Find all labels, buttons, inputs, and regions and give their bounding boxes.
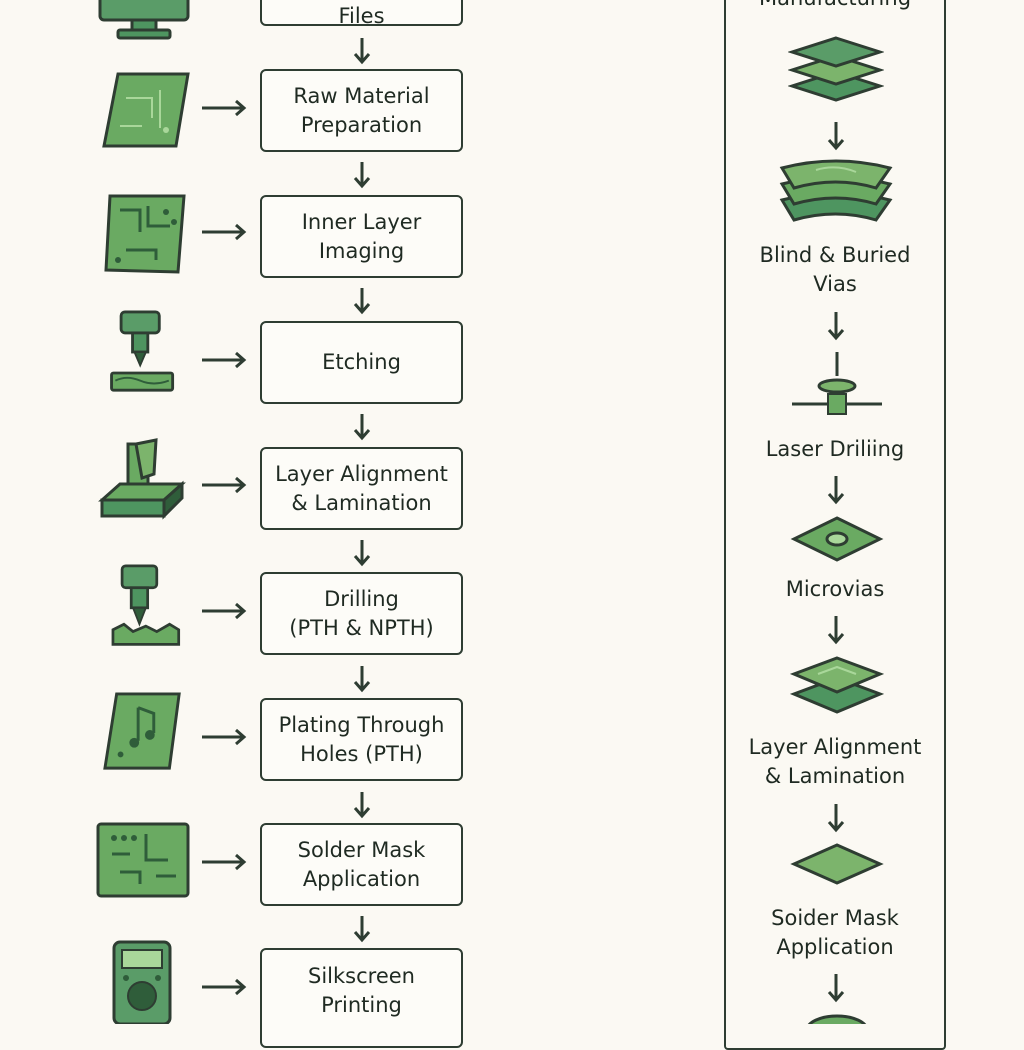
step-box-drilling: Drilling (PTH & NPTH): [260, 572, 463, 655]
step-label: Solder Mask Application: [297, 837, 426, 891]
monitor-icon: [98, 0, 190, 40]
step-box-files: Files: [260, 0, 463, 28]
right-arrow-icon: [202, 602, 247, 620]
right-arrow-icon: [202, 853, 247, 871]
down-arrow-icon: [827, 616, 845, 645]
step-box-inner-layer-imaging: Inner Layer Imaging: [260, 195, 463, 278]
step-box-silkscreen: Silkscreen Printing: [260, 948, 463, 1048]
circuit-board-icon: [104, 194, 186, 274]
down-arrow-icon: [353, 288, 371, 315]
step-label: Silkscreen Printing: [308, 964, 415, 1017]
drill-bit-icon: [111, 564, 181, 646]
step-box-plating: Plating Through Holes (PTH): [260, 698, 463, 781]
lamination-press-icon: [98, 438, 186, 520]
down-arrow-icon: [827, 804, 845, 833]
down-arrow-icon: [827, 122, 845, 151]
right-arrow-icon: [202, 476, 247, 494]
step-box-layer-alignment: Layer Alignment & Lamination: [260, 447, 463, 530]
down-arrow-icon: [353, 38, 371, 65]
panel-step-label: Laser Driliing: [765, 437, 905, 461]
panel-step-label: Layer Alignment & Lamination: [748, 735, 922, 788]
stacked-layers-icon: [779, 159, 893, 222]
step-box-solder-mask: Solder Mask Application: [260, 823, 463, 906]
step-label: Inner Layer Imaging: [301, 209, 422, 263]
down-arrow-icon: [353, 414, 371, 441]
step-box-etching: Etching: [260, 321, 463, 404]
layer-stack-icon: [788, 36, 884, 102]
solder-mask-sheet-icon: [790, 843, 884, 885]
down-arrow-icon: [353, 162, 371, 189]
right-arrow-icon: [202, 223, 247, 241]
panel-step-label: Soider Mask Application: [771, 906, 899, 959]
laser-drill-icon: [792, 352, 882, 415]
raw-board-icon: [102, 72, 190, 148]
multimeter-icon: [112, 940, 172, 1024]
down-arrow-icon: [827, 476, 845, 505]
step-label: Raw Material Preparation: [293, 83, 430, 137]
panel-step-label: Microvias: [785, 577, 885, 601]
plated-board-icon: [103, 692, 181, 770]
panel-step-label: Blind & Buried Vias: [759, 243, 911, 296]
down-arrow-icon: [827, 974, 845, 1003]
down-arrow-icon: [353, 666, 371, 693]
step-label: Etching: [322, 350, 401, 374]
step-label: Plating Through Holes (PTH): [278, 712, 445, 766]
down-arrow-icon: [353, 792, 371, 819]
step-box-raw-material: Raw Material Preparation: [260, 69, 463, 152]
right-arrow-icon: [202, 351, 247, 369]
step-label: Drilling (PTH & NPTH): [289, 586, 434, 640]
masked-board-icon: [96, 822, 190, 898]
down-arrow-icon: [827, 312, 845, 341]
aligned-layers-icon: [790, 656, 884, 714]
down-arrow-icon: [353, 916, 371, 943]
right-arrow-icon: [202, 978, 247, 996]
down-arrow-icon: [353, 540, 371, 567]
next-step-icon: [807, 1014, 867, 1024]
panel-title: Manufacturing: [726, 0, 944, 13]
right-arrow-icon: [202, 99, 247, 117]
etching-tool-icon: [110, 310, 175, 392]
microvia-icon: [790, 516, 884, 562]
right-arrow-icon: [202, 728, 247, 746]
step-label: Files: [338, 3, 385, 28]
step-label: Layer Alignment & Lamination: [275, 461, 448, 515]
